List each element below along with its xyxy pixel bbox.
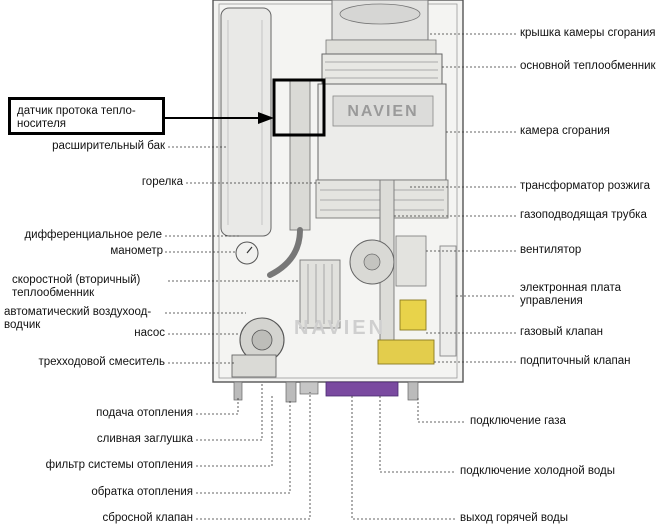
logo-front: NAVIEN bbox=[294, 317, 386, 339]
label-hot-water: выход горячей воды bbox=[460, 512, 568, 524]
expansion-tank bbox=[220, 7, 272, 237]
flow-sensor-label: датчик протока тепло-носителя bbox=[17, 105, 136, 130]
label-chamber-cover: крышка камеры сгорания bbox=[520, 27, 656, 39]
label-diff-relay: дифференциальное реле bbox=[24, 229, 162, 241]
flow-sensor-highlight bbox=[272, 78, 326, 137]
leader-lines-right bbox=[351, 33, 516, 520]
bottom-connection-bar bbox=[325, 381, 399, 397]
label-heating-filter: фильтр системы отопления bbox=[45, 459, 193, 471]
label-burner: горелка bbox=[141, 176, 183, 188]
label-expansion-tank: расширительный бак bbox=[52, 140, 165, 152]
control-board bbox=[439, 245, 457, 357]
label-three-way-mixer: трехходовой смеситель bbox=[38, 356, 166, 368]
label-heating-return: обратка отопления bbox=[91, 486, 193, 498]
label-drain-plug: сливная заглушка bbox=[96, 433, 193, 445]
label-manometer: манометр bbox=[110, 245, 163, 257]
label-relief-valve: сбросной клапан bbox=[102, 512, 193, 524]
leader-lines-left bbox=[165, 146, 320, 520]
flow-sensor-pipe bbox=[289, 79, 311, 231]
label-control-board: электронная плата управления bbox=[520, 282, 622, 307]
label-combustion-chamber: камера сгорания bbox=[520, 125, 610, 137]
logo-plate bbox=[332, 95, 434, 127]
label-makeup-valve: подпиточный клапан bbox=[520, 355, 631, 367]
label-heating-supply: подача отопления bbox=[96, 407, 193, 419]
three-way-mixer bbox=[231, 354, 277, 378]
label-main-hx: основной теплообменник bbox=[520, 60, 656, 72]
label-cold-water: подключение холодной воды bbox=[460, 465, 615, 477]
label-gas-connection: подключение газа bbox=[470, 415, 566, 427]
label-secondary-hx: скоростной (вторичный) теплообменник bbox=[12, 274, 141, 299]
secondary-heat-exchanger bbox=[299, 259, 341, 329]
label-gas-pipe: газоподводящая трубка bbox=[520, 209, 647, 221]
logo-top: NAVIEN bbox=[347, 103, 418, 120]
label-air-vent: автоматический воздухоод-водчик bbox=[4, 306, 152, 331]
gas-valve-body bbox=[399, 299, 427, 331]
makeup-valve-body bbox=[377, 339, 435, 365]
label-fan: вентилятор bbox=[520, 244, 582, 256]
label-gas-valve: газовый клапан bbox=[520, 326, 603, 338]
main-heat-exchanger bbox=[321, 53, 443, 85]
label-ignition-transformer: трансформатор розжига bbox=[520, 180, 650, 192]
flow-sensor-callout: датчик протока тепло-носителя bbox=[8, 97, 165, 135]
label-pump: насос bbox=[134, 327, 165, 339]
